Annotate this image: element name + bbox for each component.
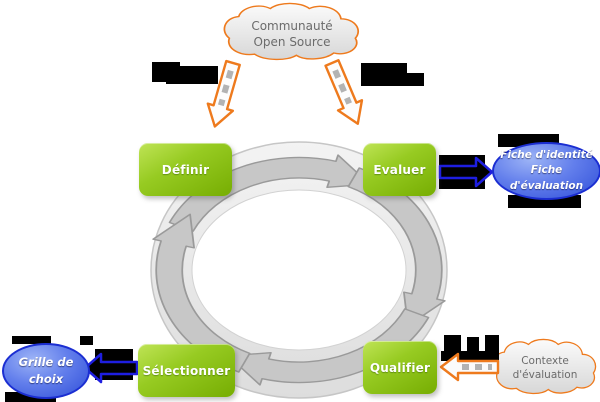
context-cloud-line1: Contexte	[521, 354, 569, 367]
edge-selectionner-to-grille-arrow	[83, 352, 139, 384]
redacted-labels	[5, 62, 581, 402]
node-selectionner-label: Sélectionner	[142, 363, 231, 378]
node-definir: Définir	[139, 143, 232, 196]
output-grille-ellipse: Grille de choix	[2, 343, 90, 399]
output-fiche-ellipse: Fiche d'identité Fiche d'évaluation	[492, 142, 600, 200]
node-evaluer: Evaluer	[363, 143, 436, 196]
cycle-ring	[150, 141, 448, 399]
edge-community-to-definir-arrow	[201, 58, 247, 132]
community-cloud-line2: Open Source	[253, 35, 331, 49]
community-cloud-line1: Communauté	[251, 18, 333, 33]
context-cloud-line2: d'évaluation	[512, 369, 578, 381]
output-fiche-line2: Fiche d'évaluation	[509, 164, 584, 192]
node-qualifier: Qualifier	[363, 341, 437, 394]
redacted-label-grille-top	[12, 336, 51, 344]
edge-evaluer-to-fiche-arrow	[438, 156, 494, 188]
node-selectionner: Sélectionner	[138, 344, 235, 397]
context-cloud-label: Contexte d'évaluation	[496, 350, 594, 386]
redacted-label-contexte	[441, 351, 499, 361]
redacted-label-top-right	[361, 63, 407, 74]
node-evaluer-label: Evaluer	[373, 162, 426, 177]
node-qualifier-label: Qualifier	[369, 360, 431, 375]
output-fiche-line1: Fiche d'identité	[500, 149, 593, 162]
edge-contexte-to-qualifier-arrow	[439, 352, 500, 382]
edge-community-to-evaluer-arrow	[318, 56, 371, 131]
node-definir-label: Définir	[161, 162, 210, 177]
output-grille-line2: choix	[28, 372, 64, 386]
community-cloud-label: Communauté Open Source	[222, 12, 362, 56]
output-grille-line1: Grille de	[18, 355, 74, 370]
